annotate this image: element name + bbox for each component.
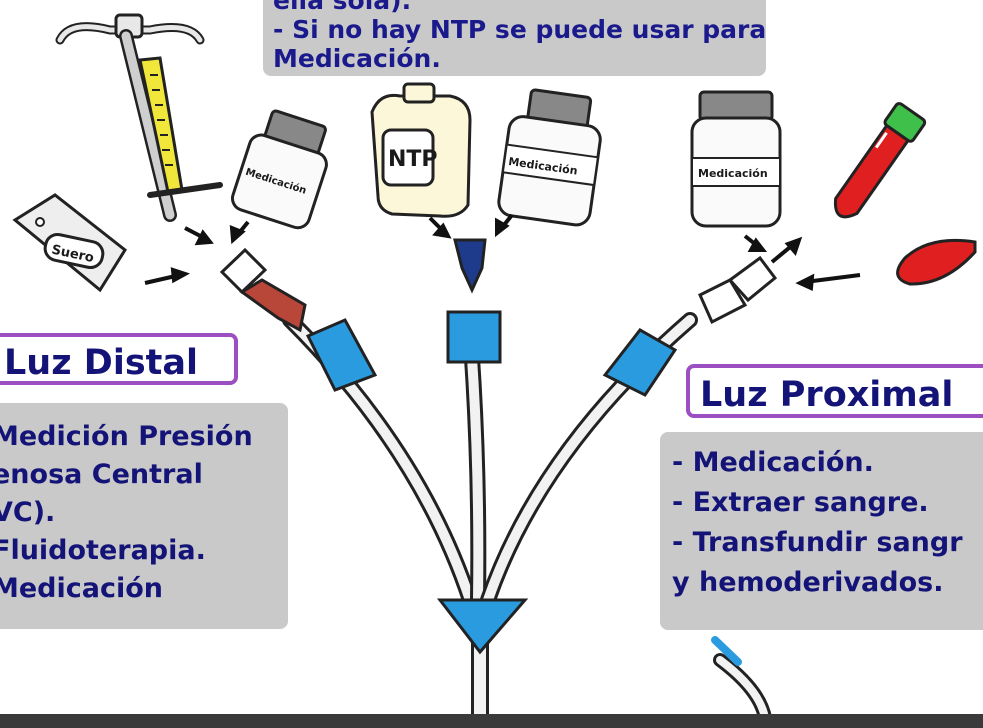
medication-bottle-center-icon: Medicación [497,88,602,227]
top-note-text: ella sola). - Si no hay NTP se puede usa… [273,0,766,73]
distal-item-1: Medición Presión [0,421,253,452]
top-note-line-1: ella sola). [273,0,412,15]
junction-connector-icon [436,598,529,655]
med-right-label: Medicación [698,167,768,180]
proximal-hub-icon [602,255,778,397]
distal-item-5: Medicación [0,573,164,604]
distal-item-3: VC). [0,497,56,528]
distal-title: Luz Distal [0,333,238,385]
iv-pole-icon [55,13,223,222]
proximal-item-2: - Extraer sangre. [672,487,929,518]
ntp-bag-icon: NTP [370,82,472,218]
top-note-line-2: - Si no hay NTP se puede usar para [273,15,767,44]
ntp-label: NTP [388,147,438,172]
blood-tube-icon [833,102,927,219]
distal-hub-icon [219,247,378,392]
bottom-bar [0,714,983,728]
proximal-info-box [660,432,983,630]
proximal-title: Luz Proximal [686,364,983,418]
top-note-line-3: Medicación. [273,44,441,73]
distal-items: Medición Presión enosa Central VC). Flui… [0,418,253,608]
arrow-icons [144,213,861,291]
distal-item-4: Fluidoterapia. [0,535,206,566]
medial-hub-icon [446,238,502,364]
proximal-item-4: y hemoderivados. [672,567,944,598]
blood-drop-icon [896,238,977,286]
proximal-title-text: Luz Proximal [700,375,954,415]
proximal-item-1: - Medicación. [672,447,874,478]
top-note-box [263,0,766,76]
proximal-item-3: - Transfundir sangr [672,527,963,558]
proximal-items: - Medicación. - Extraer sangre. - Transf… [672,443,963,603]
saline-bag-icon: Suero [12,193,127,293]
distal-item-2: enosa Central [0,459,203,490]
distal-title-text: Luz Distal [4,343,199,383]
distal-info-box [0,403,288,629]
medication-bottle-right-icon: Medicación [690,90,782,228]
tube-tip-icon [711,636,742,666]
medication-bottle-left-icon: Medicación [230,109,328,230]
